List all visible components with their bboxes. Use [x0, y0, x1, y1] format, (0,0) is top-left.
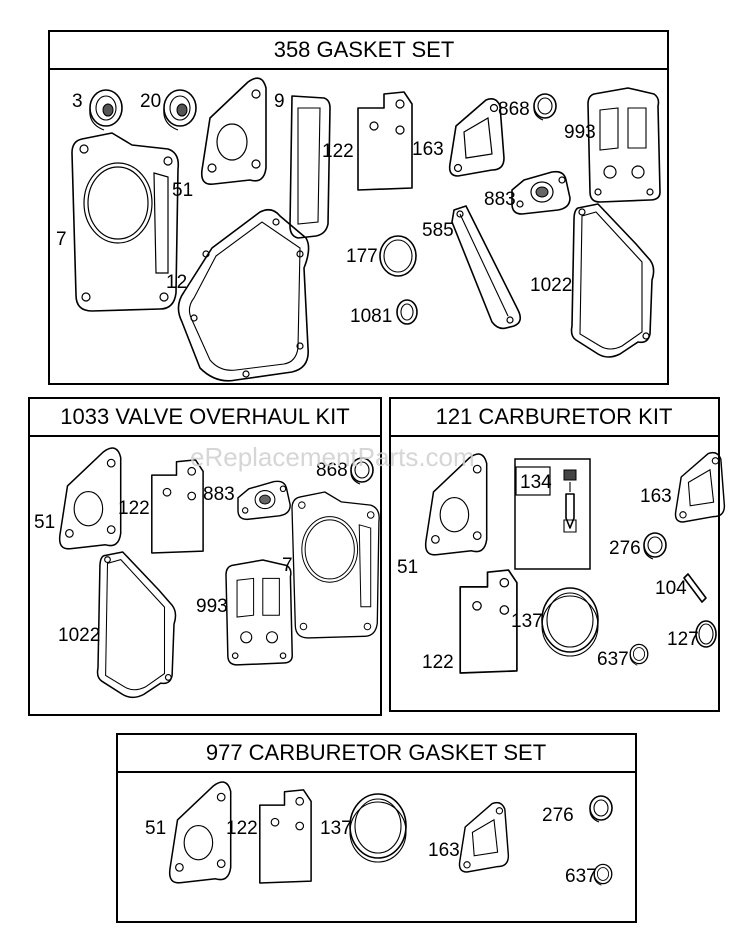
callout-20: 20	[140, 91, 161, 112]
part-1081-ring[interactable]	[396, 299, 418, 325]
callout-134-box	[515, 466, 551, 496]
callout-993: 993	[564, 122, 596, 143]
callout-637: 637	[597, 649, 629, 670]
panel-977-carburetor-gasket-set: 977 CARBURETOR GASKET SET 51 122 137 163…	[116, 733, 637, 923]
callout-276: 276	[542, 805, 574, 826]
part-3-bearing[interactable]	[88, 89, 123, 131]
part-637-ring[interactable]	[629, 643, 649, 666]
part-122-insulator[interactable]	[459, 569, 518, 674]
part-637-ring[interactable]	[593, 863, 613, 886]
callout-122: 122	[322, 141, 354, 162]
part-993-valve-cover-gasket[interactable]	[587, 87, 661, 203]
callout-137: 137	[320, 818, 352, 839]
panel-frame	[48, 30, 669, 385]
callout-1022: 1022	[58, 625, 100, 646]
part-9-gasket[interactable]	[289, 95, 331, 239]
callout-276: 276	[609, 538, 641, 559]
panel-frame	[28, 397, 382, 716]
callout-51: 51	[172, 180, 193, 201]
callout-868: 868	[316, 460, 348, 481]
callout-12: 12	[166, 272, 187, 293]
part-137-o-ring[interactable]	[349, 793, 407, 863]
part-585-gasket[interactable]	[451, 205, 522, 330]
part-883-exhaust-gasket[interactable]	[237, 480, 291, 521]
part-276-ring[interactable]	[643, 532, 667, 560]
part-163-intake-gasket[interactable]	[674, 451, 726, 523]
part-51-flange-gasket[interactable]	[200, 77, 267, 186]
panel-358-gasket-set: 358 GASKET SET 3 20 7 51 9 12 122 177 10…	[48, 30, 669, 385]
callout-177: 177	[346, 246, 378, 267]
part-137-o-ring[interactable]	[541, 587, 599, 657]
callout-7: 7	[282, 555, 293, 576]
part-104-pin[interactable]	[683, 573, 707, 603]
panel-frame	[389, 397, 720, 712]
part-51-flange-gasket[interactable]	[58, 447, 122, 550]
callout-3: 3	[72, 91, 83, 112]
callout-993: 993	[196, 596, 228, 617]
part-7-head-gasket[interactable]	[71, 132, 180, 312]
callout-883: 883	[484, 189, 516, 210]
part-122-insulator[interactable]	[151, 459, 204, 554]
part-1022-rocker-gasket[interactable]	[570, 203, 655, 358]
part-868-seal[interactable]	[533, 93, 557, 121]
part-883-exhaust-gasket[interactable]	[511, 170, 571, 215]
panel-title: 977 CARBURETOR GASKET SET	[206, 740, 546, 765]
callout-122: 122	[226, 818, 258, 839]
callout-163: 163	[640, 486, 672, 507]
callout-883: 883	[203, 484, 235, 505]
part-51-flange-gasket[interactable]	[168, 781, 232, 884]
panel-title: 121 CARBURETOR KIT	[436, 404, 673, 429]
part-20-seal[interactable]	[162, 89, 197, 131]
callout-122: 122	[118, 498, 150, 519]
callout-1081: 1081	[350, 306, 392, 327]
part-134-inset-box	[514, 458, 591, 570]
watermark: eReplacementParts.com	[190, 442, 475, 472]
part-12-crankcase-gasket[interactable]	[177, 208, 310, 382]
part-122-insulator[interactable]	[357, 91, 413, 191]
callout-637: 637	[565, 866, 597, 887]
panel-121-carburetor-kit: 121 CARBURETOR KIT 134 51 163 276 104 13…	[389, 397, 726, 712]
callout-122: 122	[422, 652, 454, 673]
callout-104: 104	[655, 578, 687, 599]
part-177-ring[interactable]	[379, 235, 417, 277]
panel-title: 358 GASKET SET	[274, 37, 455, 62]
part-134-needle-valve[interactable]	[563, 469, 577, 533]
callout-163: 163	[412, 139, 444, 160]
callout-868: 868	[498, 99, 530, 120]
callout-137: 137	[511, 611, 543, 632]
callout-127: 127	[667, 629, 699, 650]
part-163-intake-gasket[interactable]	[448, 98, 505, 177]
callout-51: 51	[145, 818, 166, 839]
panel-frame	[116, 733, 637, 923]
part-127-ring[interactable]	[695, 620, 717, 648]
callout-134: 134	[520, 472, 552, 493]
panel-title: 1033 VALVE OVERHAUL KIT	[60, 404, 349, 429]
callout-585: 585	[422, 220, 454, 241]
callout-163: 163	[428, 840, 460, 861]
part-7-head-gasket[interactable]	[291, 491, 380, 639]
callout-1022: 1022	[530, 275, 572, 296]
callout-51: 51	[34, 512, 55, 533]
callout-9: 9	[274, 91, 285, 112]
part-276-ring[interactable]	[589, 795, 613, 823]
part-1022-rocker-gasket[interactable]	[96, 551, 177, 699]
part-122-insulator[interactable]	[259, 789, 312, 884]
panel-1033-valve-overhaul-kit: 1033 VALVE OVERHAUL KIT 51 122 883 868 7…	[28, 397, 382, 716]
callout-51: 51	[397, 557, 418, 578]
callout-7: 7	[56, 229, 67, 250]
part-163-intake-gasket[interactable]	[458, 801, 510, 873]
